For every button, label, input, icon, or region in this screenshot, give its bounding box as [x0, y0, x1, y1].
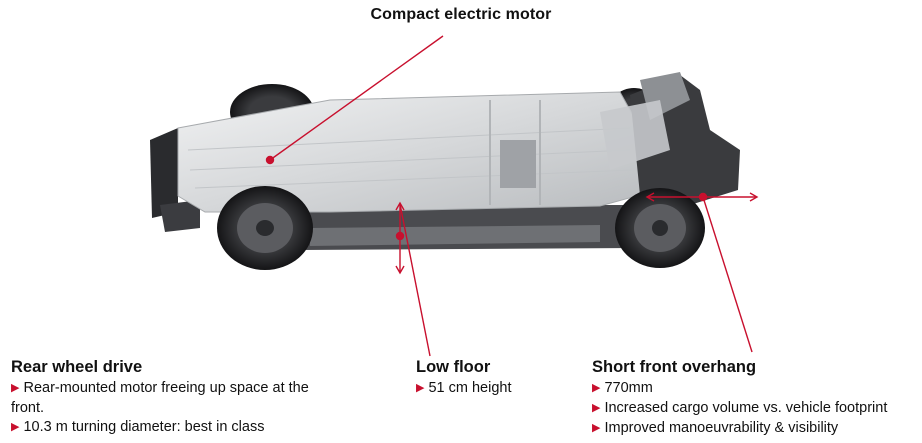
floor-leader-line — [399, 203, 431, 357]
rear-drive-bullet-2: ▶10.3 m turning diameter: best in class — [11, 419, 265, 435]
bullet-arrow-icon: ▶ — [592, 402, 601, 414]
rear-drive-bullet-1: ▶Rear-mounted motor freeing up space at … — [11, 380, 309, 416]
callout-lines — [265, 35, 759, 357]
bullet-arrow-icon: ▶ — [592, 422, 601, 434]
bullet-arrow-icon: ▶ — [11, 421, 20, 433]
low-floor-callout: Low floor ▶51 cm height — [416, 358, 576, 399]
front-overhang-title: Short front overhang — [592, 358, 757, 376]
floor-deck — [177, 91, 641, 213]
front-overhang-bullet-1: ▶770mm — [592, 380, 653, 396]
bullet-arrow-icon: ▶ — [11, 382, 20, 394]
rear-drive-title: Rear wheel drive — [11, 358, 143, 376]
front-overhang-callout: Short front overhang ▶770mm ▶Increased c… — [592, 358, 922, 439]
bullet-arrow-icon: ▶ — [416, 382, 425, 394]
low-floor-title: Low floor — [416, 358, 491, 376]
front-overhang-bullet-2: ▶Increased cargo volume vs. vehicle foot… — [592, 400, 888, 416]
front-overhang-bullet-3: ▶Improved manoeuvrability & visibility — [592, 420, 839, 436]
front-right-wheel — [615, 188, 705, 268]
overhang-leader-line — [702, 196, 753, 353]
rear-frame — [150, 128, 200, 232]
motor-leader-dot — [265, 155, 275, 165]
bullet-arrow-icon: ▶ — [592, 382, 601, 394]
front-structure — [600, 72, 740, 205]
low-floor-bullet-1: ▶51 cm height — [416, 380, 512, 396]
rear-drive-callout: Rear wheel drive ▶Rear-mounted motor fre… — [11, 358, 311, 438]
compact-motor-title: Compact electric motor — [370, 6, 552, 23]
motor-leader-line — [269, 35, 444, 161]
rear-right-wheel — [217, 186, 313, 270]
